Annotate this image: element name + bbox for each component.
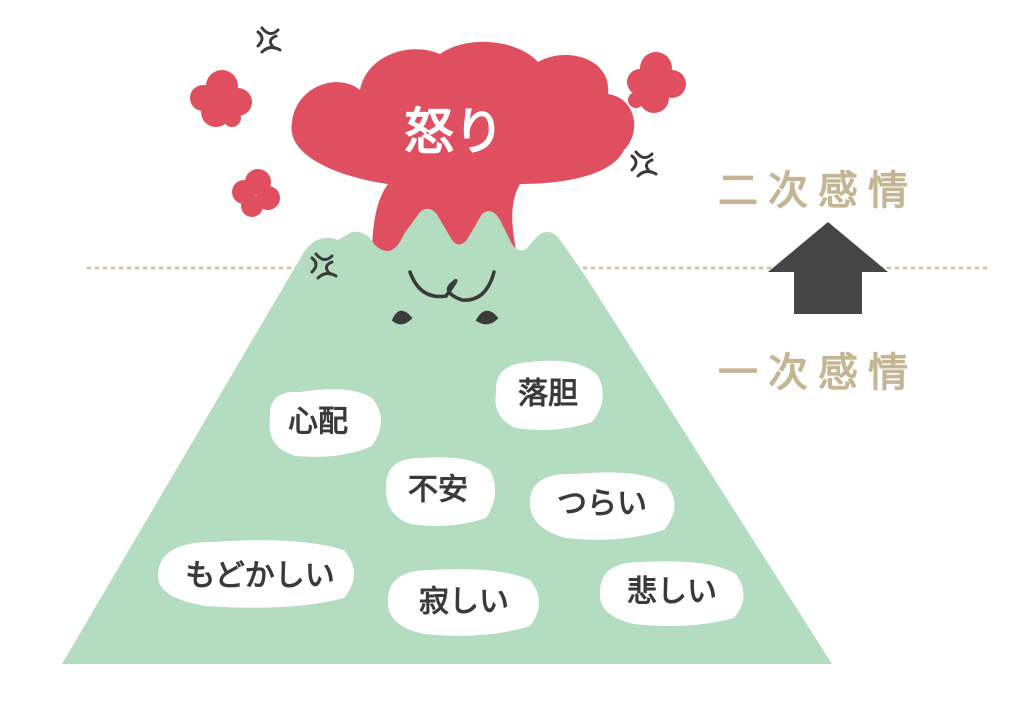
- emotion-blob: 悲しい: [599, 561, 744, 626]
- secondary-emotion-label: 二次感情: [718, 168, 918, 214]
- emotion-blob: もどかしい: [157, 540, 354, 608]
- anger-vein-icon: [310, 252, 338, 280]
- emotion-label: 落胆: [518, 377, 578, 412]
- emotion-label: 不安: [408, 473, 468, 508]
- primary-emotion-label: 一次感情: [718, 350, 918, 396]
- up-arrow-icon: [768, 222, 888, 314]
- emotion-label: 心配: [288, 405, 348, 440]
- emotion-blob: つらい: [529, 472, 675, 540]
- emotion-label: 悲しい: [627, 575, 717, 610]
- anger-label: 怒り: [404, 103, 504, 161]
- emotion-label: もどかしい: [185, 559, 334, 594]
- anger-puff: [232, 169, 280, 217]
- emotion-blob: 不安: [385, 457, 496, 526]
- emotion-blob: 落胆: [495, 360, 603, 430]
- emotion-label: つらい: [557, 487, 647, 522]
- angry-face-icon: [391, 270, 499, 325]
- emotion-label: 寂しい: [419, 585, 509, 620]
- emotion-blob: 寂しい: [387, 569, 539, 636]
- anger-cloud: [291, 41, 635, 259]
- emotion-blob: 心配: [269, 389, 381, 457]
- anger-puff: [190, 70, 252, 127]
- anger-puff: [627, 52, 686, 113]
- anger-vein-icon: [256, 26, 282, 54]
- anger-vein-icon: [630, 150, 658, 178]
